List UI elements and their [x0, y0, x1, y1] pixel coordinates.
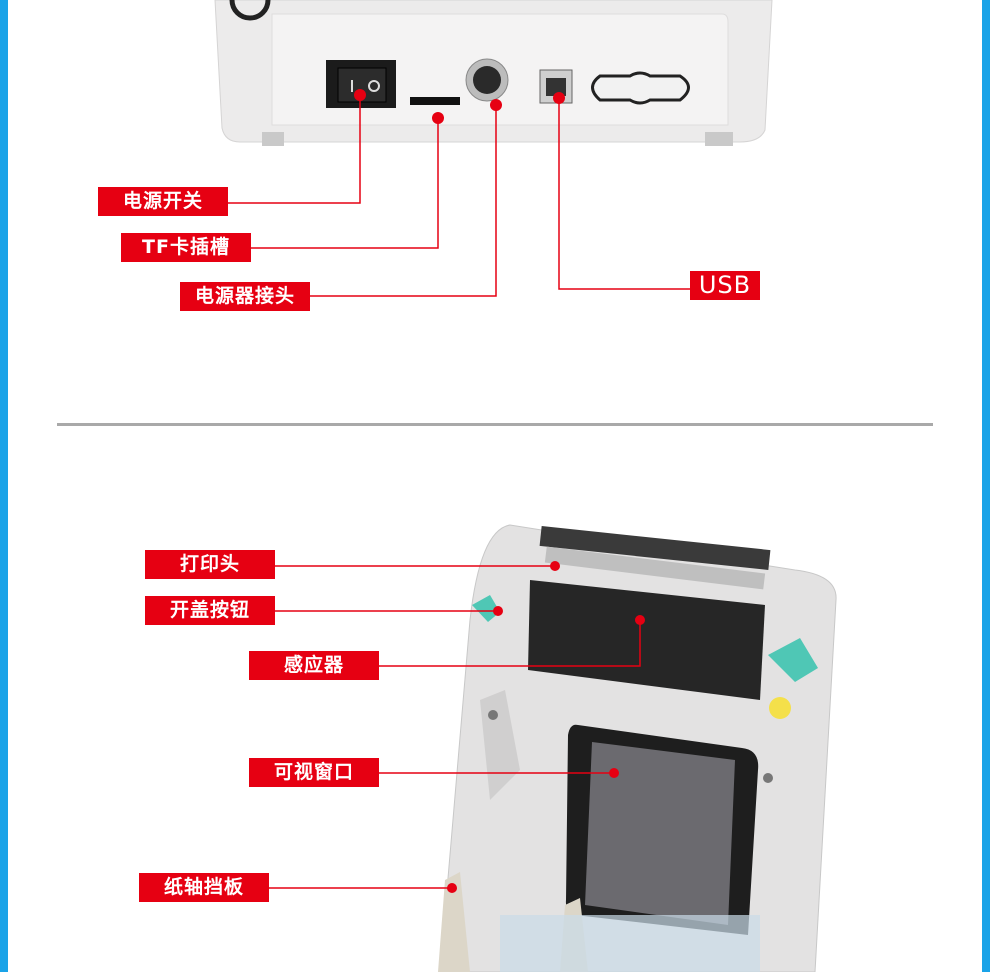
label-sensor: 感应器: [249, 651, 379, 680]
paper-guide-icon: [438, 872, 470, 972]
section-divider: [57, 423, 933, 426]
label-tf-slot: TF卡插槽: [121, 233, 251, 262]
label-power-connector: 电源器接头: [180, 282, 310, 311]
tf-slot-icon: [410, 97, 460, 105]
label-open-button: 开盖按钮: [145, 596, 275, 625]
serial-port-icon: [591, 71, 690, 105]
left-border: [0, 0, 8, 972]
right-border: [982, 0, 990, 972]
printer-open-view: [438, 524, 837, 972]
printer-back-panel: [214, 0, 773, 146]
label-paper-guide: 纸轴挡板: [139, 873, 269, 902]
label-view-window: 可视窗口: [249, 758, 379, 787]
label-usb: USB: [690, 271, 760, 300]
print-head-cover: [528, 580, 765, 700]
label-power-switch: 电源开关: [98, 187, 228, 216]
label-print-head: 打印头: [145, 550, 275, 579]
open-button-icon: [472, 595, 500, 622]
